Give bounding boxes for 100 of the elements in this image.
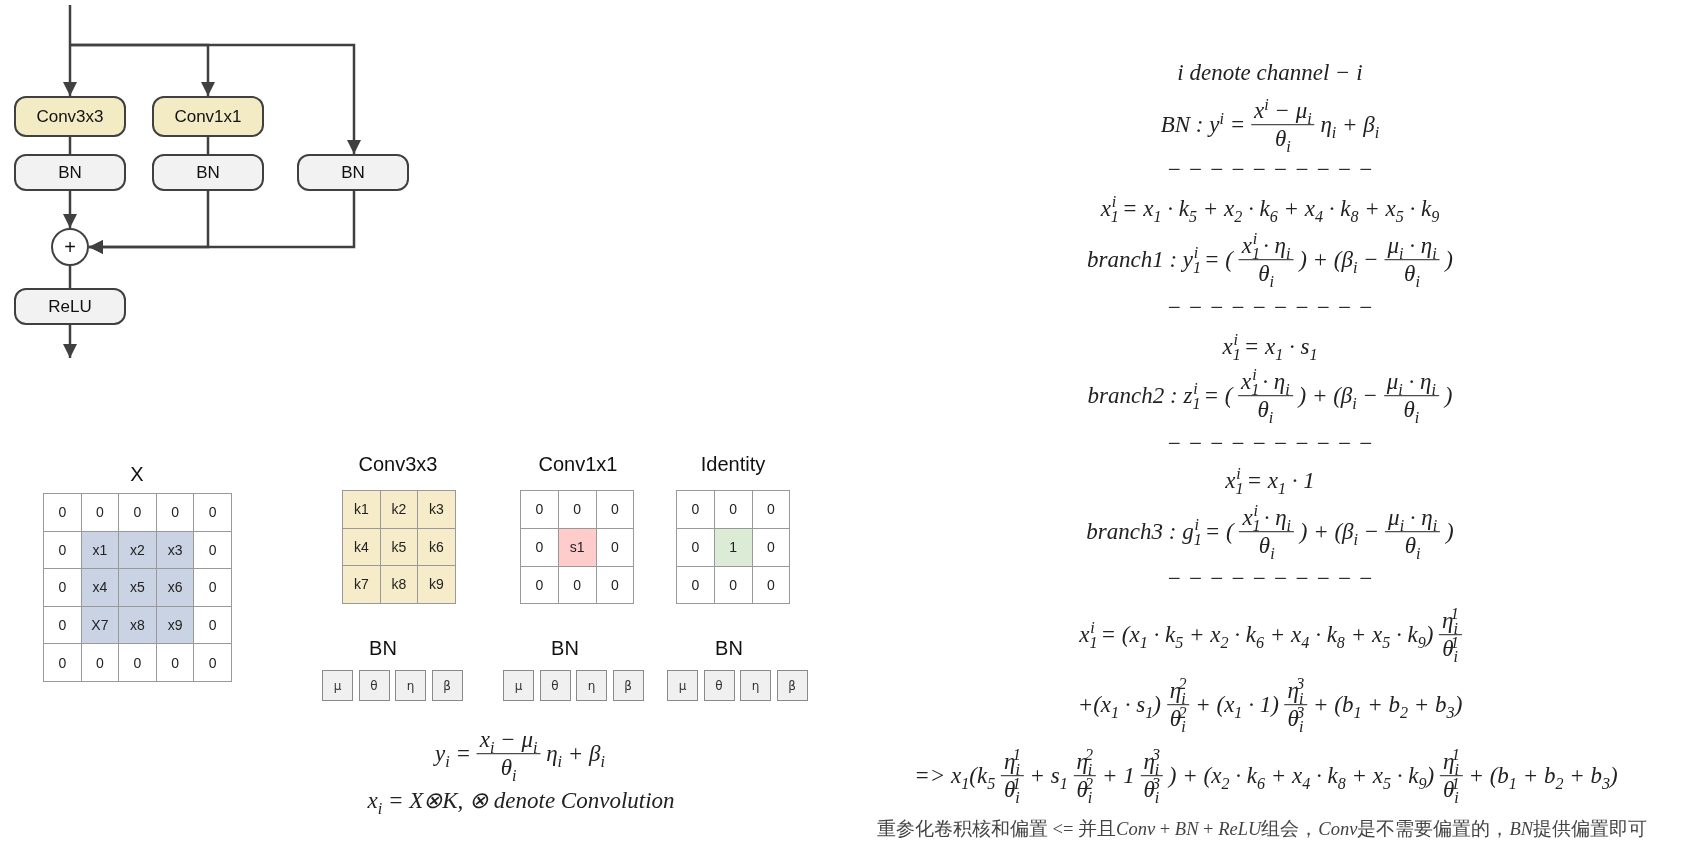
grid-cell: k8: [379, 565, 419, 604]
grid-cell: 0: [595, 490, 635, 529]
relu-box: ReLU: [14, 288, 126, 325]
formula-text: + (b$_{1}$ + b$_{2}$ + b$_{3}$): [1313, 692, 1463, 718]
formula-text: i denote channel − i: [1177, 60, 1363, 86]
formula-text: η$_{i}$ + β$_{i}$: [1320, 112, 1380, 138]
dashed-separator: − − − − − − − − − −: [1166, 431, 1374, 457]
formula-text: ) + (β$_{i}$ −: [1299, 247, 1379, 273]
parameter-cell: η: [395, 670, 426, 701]
grid-cell: 0: [751, 565, 791, 605]
connector-line: [68, 266, 72, 288]
grid-cell: k9: [417, 565, 456, 604]
matrix-title: Identity: [700, 452, 766, 476]
formula-text: + (x$_{1}$ · 1): [1195, 692, 1279, 718]
formula-text: branch1 : y$_{1}$$^{i}$ = (: [1087, 247, 1233, 273]
parameter-cell: θ: [703, 670, 735, 701]
parameter-cell: μ: [322, 670, 353, 701]
formula-text: => x$_{1}$(k$_{5}$: [914, 763, 996, 789]
fraction-numerator: x$^{i}$ − μ$_{i}$: [1250, 98, 1315, 126]
arrow: [70, 43, 361, 154]
grid-cell: x4: [80, 568, 120, 607]
fraction-numerator: x$_{1}$$^{i}$ · η$_{i}$: [1238, 233, 1294, 261]
formula-text: ) + (x$_{2}$ · k$_{6}$ + x$_{4}$ · k$_{8}$ + x$_{5}$ · k$_{9}$): [1168, 763, 1435, 789]
dashed-separator: − − − − − − − − − −: [1166, 295, 1374, 321]
grid-cell: 0: [595, 565, 635, 605]
formula-text: ): [1446, 519, 1454, 545]
fraction-denominator: θ$_{i}$: [1403, 532, 1422, 559]
grid-cell: 0: [193, 643, 232, 682]
formula-text: y$_{i}$ =: [434, 741, 471, 767]
grid-cell: 0: [751, 490, 791, 529]
formula-text: x$_{1}$$^{i}$ = x$_{1}$ · 1: [1225, 468, 1315, 494]
grid-cell: 1: [713, 527, 753, 567]
formula-text: BN : y$^{i}$ =: [1160, 112, 1246, 138]
fraction-denominator: θ$_{i}$: [1256, 396, 1275, 423]
parameter-cell: β: [776, 670, 808, 701]
fraction-numerator: μ$_{i}$ · η$_{i}$: [1385, 505, 1441, 533]
fraction-denominator: θ$_{i}$: [1257, 260, 1275, 287]
grid-cell: s1: [557, 527, 597, 567]
formula-text: + s$_{1}$: [1029, 763, 1068, 789]
fraction-numerator: x$_{1}$$^{i}$ · η$_{i}$: [1239, 505, 1295, 533]
formula-text: ): [1445, 247, 1453, 273]
grid-cell: 0: [676, 490, 715, 529]
arrow: [63, 191, 77, 228]
fraction-denominator: θ$_{i}$: [1273, 125, 1292, 152]
grid-cell: k2: [379, 490, 419, 529]
fraction-numerator: x$_{i}$ − μ$_{i}$: [476, 727, 541, 755]
parameter-cell: η: [576, 670, 607, 701]
grid-cell: x6: [155, 568, 195, 607]
grid-cell: 0: [193, 493, 232, 532]
grid-cell: x2: [118, 530, 157, 570]
fraction-denominator: θ$_{i}$: [1257, 532, 1276, 559]
grid-cell: 0: [676, 565, 715, 605]
formula-text: branch3 : g$_{1}$$^{i}$ = (: [1086, 519, 1234, 545]
matrix-title: X: [130, 462, 144, 486]
formula-text: x$_{1}$$^{i}$ = x$_{1}$ · k$_{5}$ + x$_{2}$ · k$_{6}$ + x$_{4}$ · k$_{8}$ + x$_{5}$ · k$_{9}$: [1100, 196, 1440, 222]
grid-cell: x5: [118, 568, 157, 607]
formula-text: ) + (β$_{i}$ −: [1299, 519, 1380, 545]
formula-text: x$_{i}$ = X⊗K, ⊗ denote Convolution: [367, 788, 675, 814]
fraction-numerator: x$_{1}$$^{i}$ · η$_{i}$: [1238, 369, 1293, 397]
formula-text: ) + (β$_{i}$ −: [1298, 383, 1379, 409]
parameter-cell: μ: [667, 670, 698, 701]
parameter-cell: β: [431, 670, 463, 701]
formula-text: + (b$_{1}$ + b$_{2}$ + b$_{3}$): [1468, 763, 1618, 789]
matrix-title: BN: [715, 636, 743, 660]
formula-text: x$_{1}$$^{i}$ = (x$_{1}$ · k$_{5}$ + x$_{2}$ · k$_{6}$ + x$_{4}$ · k$_{8}$ + x$_{5}$ · k$_{9}$): [1079, 622, 1434, 648]
bn-box: BN: [14, 154, 126, 191]
grid-cell: k6: [417, 527, 456, 567]
matrix-title: BN: [369, 636, 397, 660]
note-text: 重参化卷积核和偏置 <= 并且Conv + BN + ReLU组会，Conv是不需要偏置的，BN提供偏置即可: [876, 818, 1648, 840]
grid-cell: x8: [118, 605, 157, 645]
formula-text: x$_{1}$$^{i}$ = x$_{1}$ · s$_{1}$: [1222, 334, 1318, 360]
formula-text: η$_{i}$ + β$_{i}$: [546, 741, 606, 767]
bn-box: BN: [152, 154, 264, 191]
bn-box: BN: [297, 154, 409, 191]
grid-cell: k4: [342, 527, 381, 567]
parameter-cell: θ: [358, 670, 390, 701]
formula-text: +(x$_{1}$ · s$_{1}$): [1077, 692, 1162, 718]
fraction-numerator: μ$_{i}$ · η$_{i}$: [1384, 233, 1440, 261]
parameter-cell: θ: [539, 670, 571, 701]
parameter-cell: β: [612, 670, 644, 701]
grid-cell: 0: [43, 643, 82, 682]
formula-text: + 1: [1101, 763, 1135, 789]
arrow: [63, 325, 77, 358]
grid-cell: k7: [342, 565, 381, 604]
fraction-denominator: θ$_{i}$: [1403, 260, 1421, 287]
fraction-denominator: θ$_{i}$: [1402, 396, 1421, 423]
dashed-separator: − − − − − − − − − −: [1166, 566, 1374, 592]
conv-box: Conv1x1: [152, 96, 264, 137]
matrix-title: Conv3x3: [358, 452, 438, 476]
formula-text: branch2 : z$_{1}$$^{i}$ = (: [1087, 383, 1233, 409]
grid-cell: 0: [43, 493, 82, 532]
arrow: [63, 5, 77, 96]
arrow: [89, 191, 356, 254]
grid-cell: k1: [342, 490, 381, 529]
grid-cell: 0: [520, 565, 559, 605]
dashed-separator: − − − − − − − − − −: [1166, 157, 1374, 183]
formula-text: ): [1444, 383, 1453, 409]
sum-circle: +: [51, 228, 89, 266]
fraction-denominator: θ$_{i}$: [499, 754, 518, 781]
matrix-title: BN: [551, 636, 579, 660]
